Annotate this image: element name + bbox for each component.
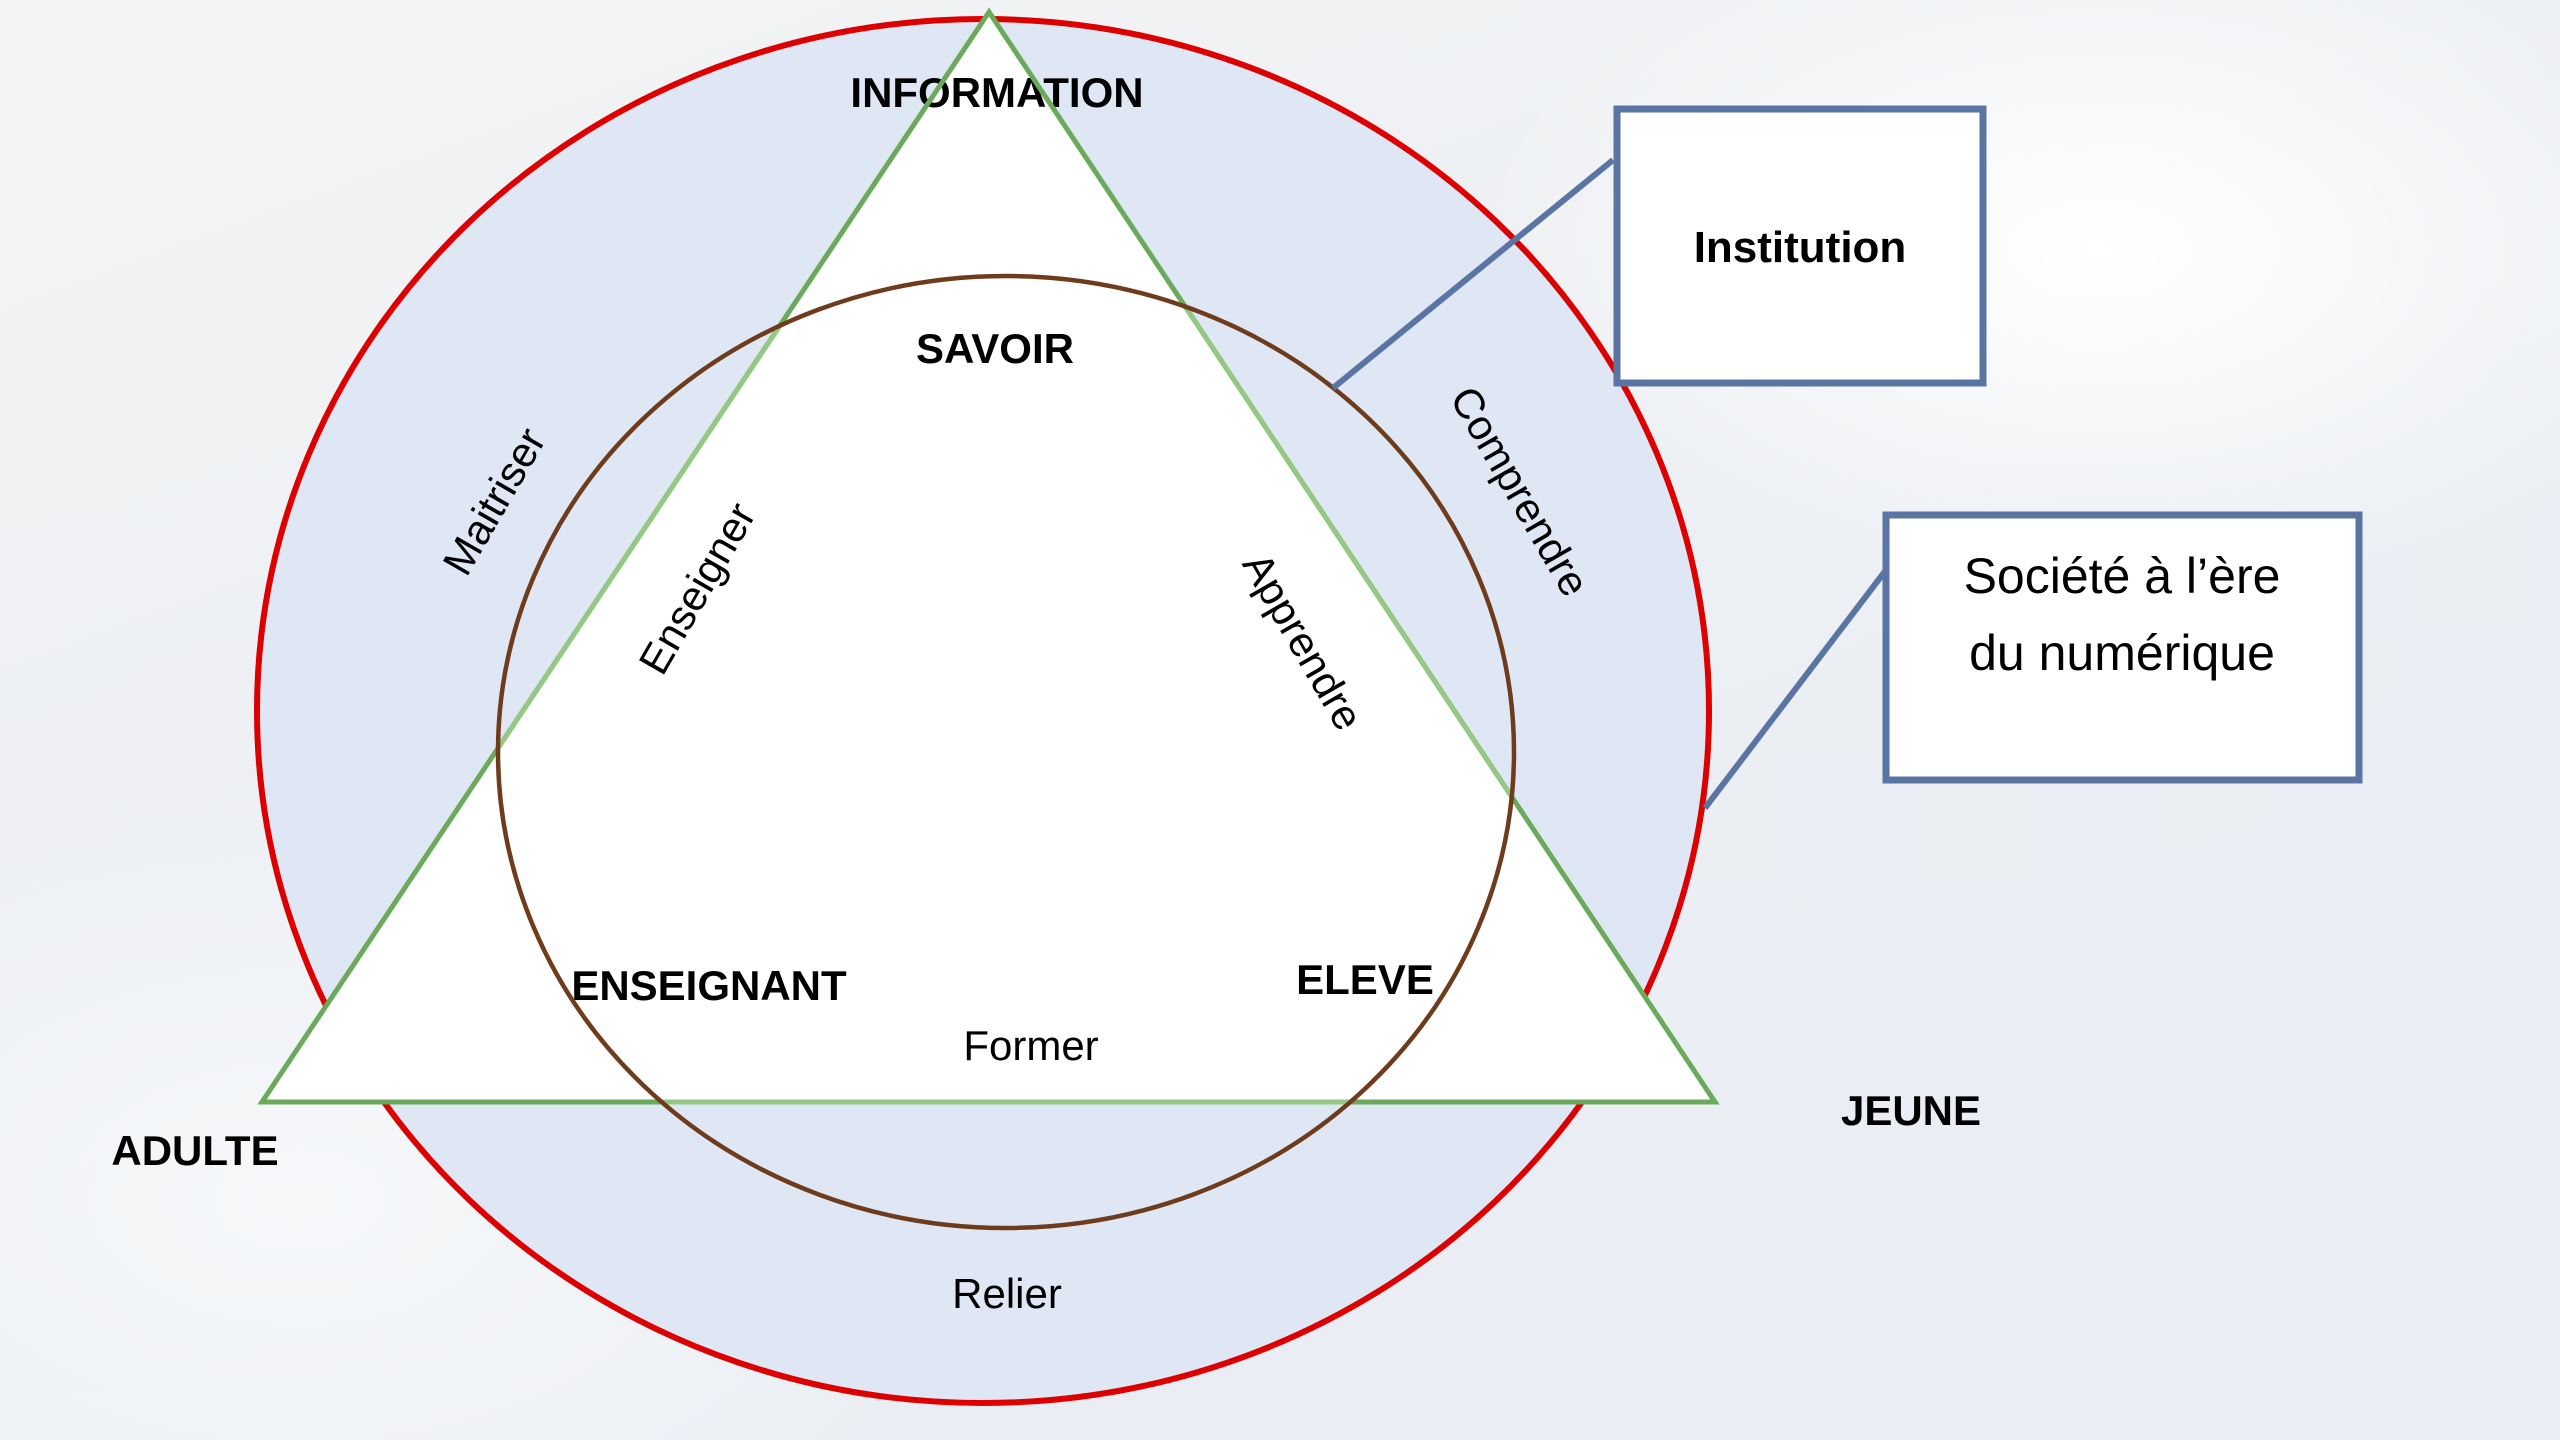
triangle-fill	[262, 12, 1715, 1102]
society-label-line-1: Société à l’ère	[1964, 548, 2281, 604]
society-label-line-2: du numérique	[1969, 625, 2275, 681]
label-eleve: ELEVE	[1296, 956, 1434, 1003]
label-enseignant: ENSEIGNANT	[571, 962, 847, 1009]
institution-connector-line	[1331, 157, 1615, 391]
label-adulte: ADULTE	[111, 1127, 278, 1174]
label-jeune: JEUNE	[1841, 1087, 1981, 1134]
society-callout: Société à l’ère du numérique	[1882, 511, 2363, 784]
inner-circle	[495, 273, 1517, 1231]
triangle-outline-inner-segment	[498, 276, 1514, 1105]
institution-callout: Institution	[1613, 105, 1987, 387]
institution-label: Institution	[1694, 223, 1907, 272]
society-connector-line	[1702, 568, 1889, 810]
label-relier: Relier	[952, 1270, 1062, 1317]
institution-box	[1613, 105, 1987, 387]
label-former: Former	[963, 1022, 1098, 1069]
label-information: INFORMATION	[850, 69, 1143, 116]
label-savoir: SAVOIR	[916, 325, 1074, 372]
society-box	[1882, 511, 2363, 784]
